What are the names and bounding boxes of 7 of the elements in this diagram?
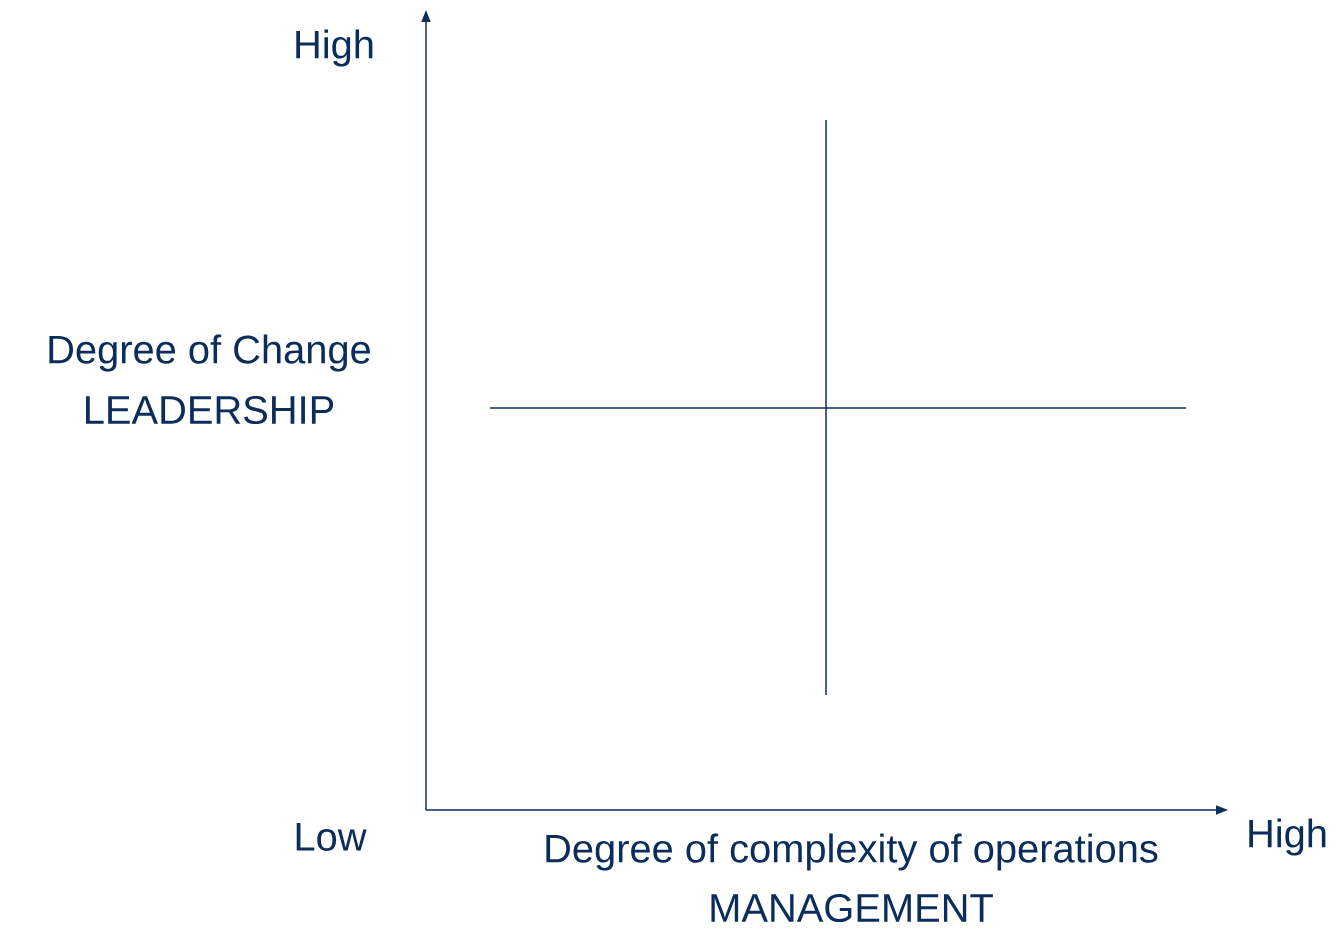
axis-title: Degree of complexity of operations [546, 833, 1158, 871]
axis-title: MANAGEMENT [711, 893, 993, 923]
axis-label: High [296, 29, 373, 67]
axis-title: LEADERSHIP [86, 395, 334, 425]
axis-title: Degree of Change [49, 334, 370, 372]
axis-label: High [1249, 818, 1326, 856]
axis-label: Low [296, 823, 367, 851]
